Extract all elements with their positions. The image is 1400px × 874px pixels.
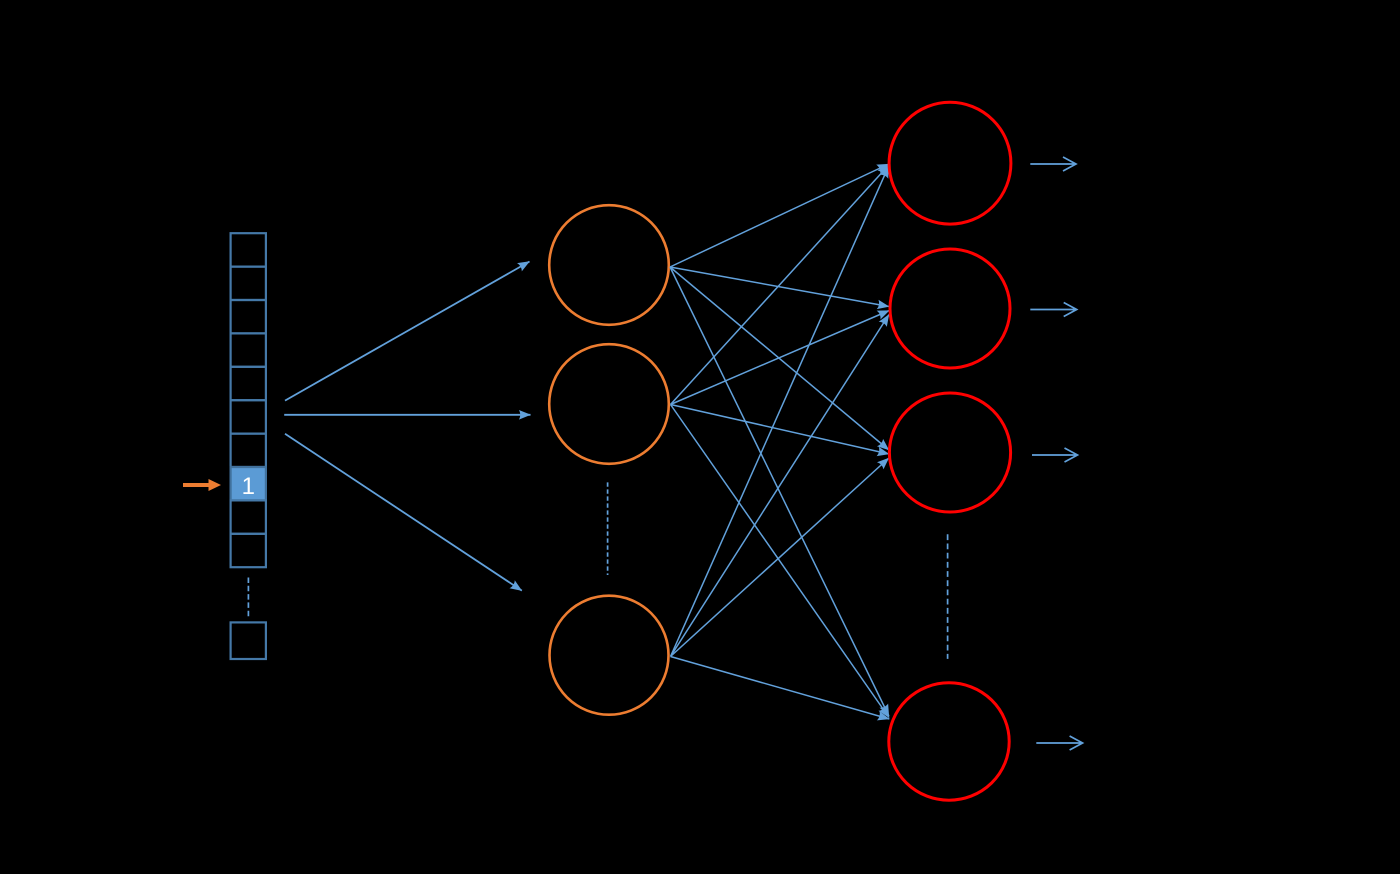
svg-text:1: 1 xyxy=(242,473,255,500)
